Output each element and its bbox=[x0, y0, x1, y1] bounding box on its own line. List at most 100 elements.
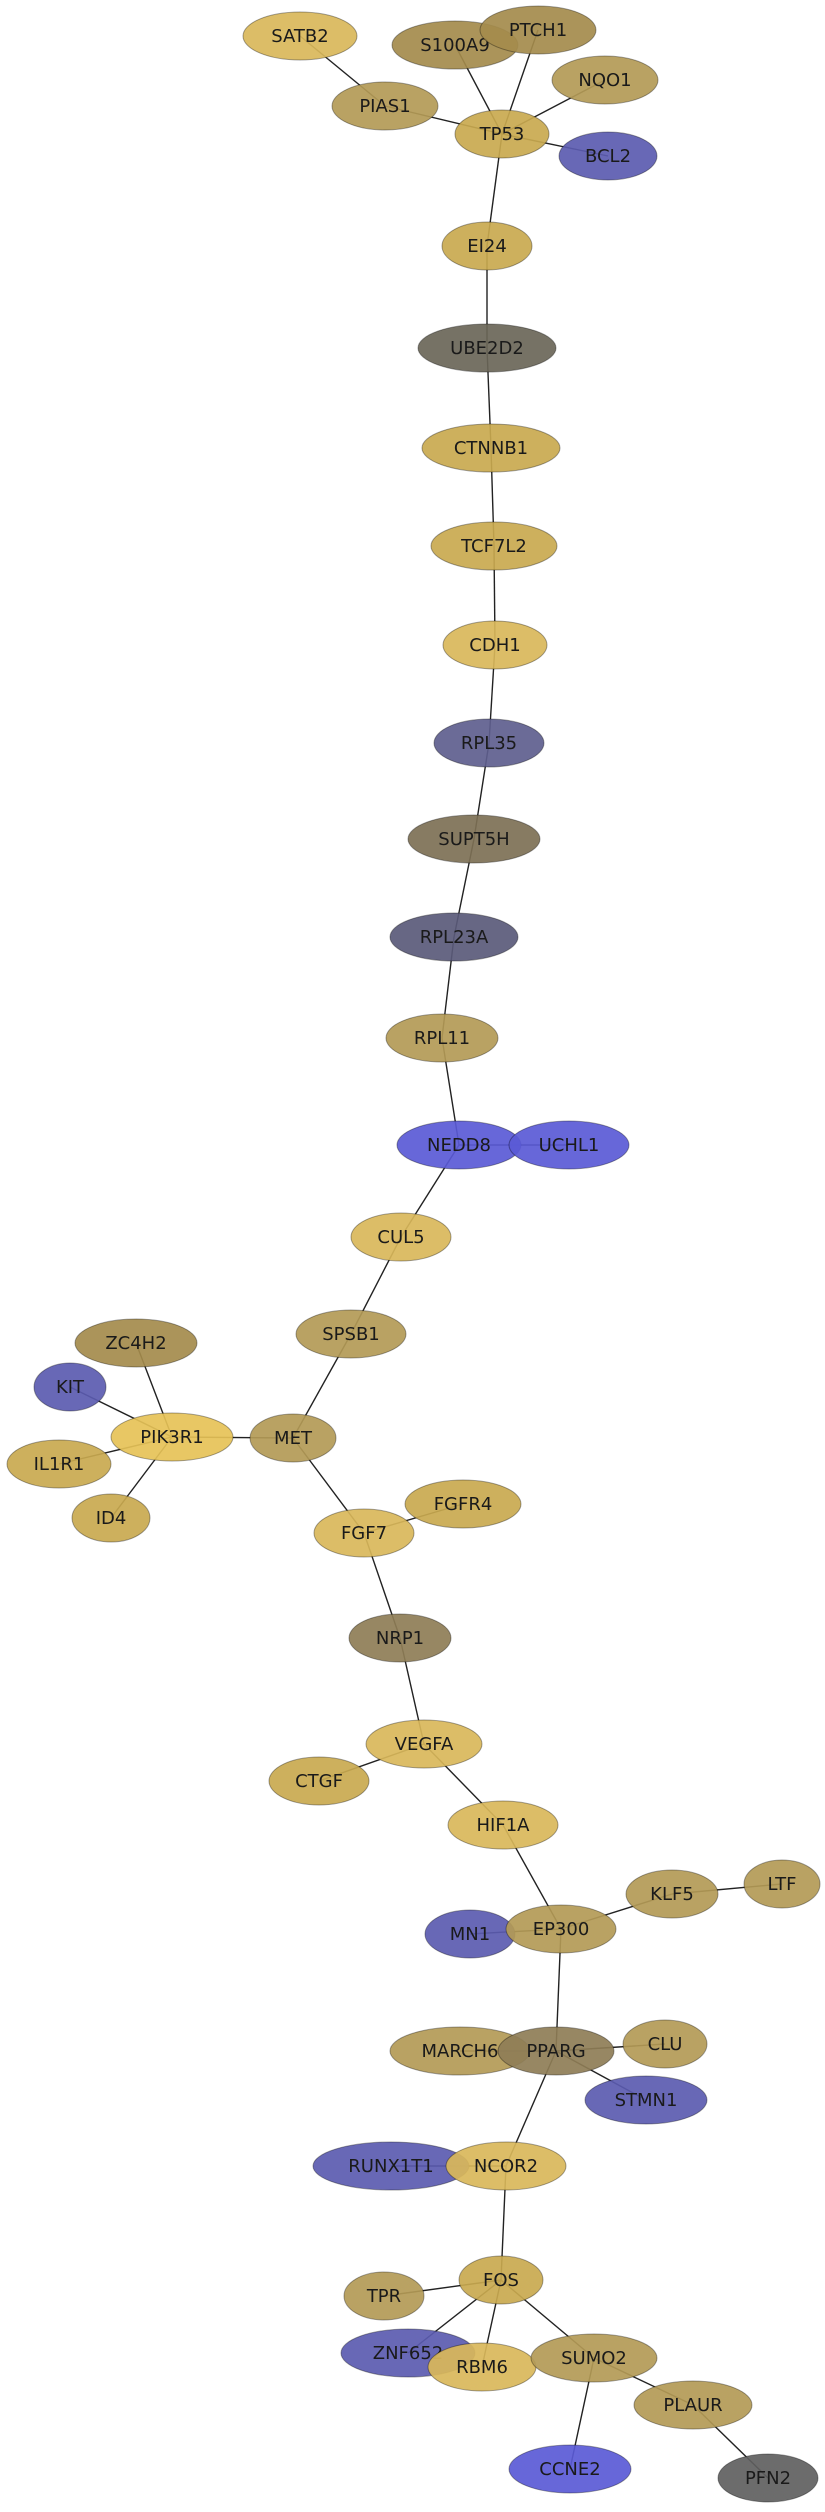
node-shape-rpl35[interactable] bbox=[433, 718, 545, 768]
node-label-id4: ID4 bbox=[96, 1508, 127, 1529]
node-pfn2[interactable]: PFN2 bbox=[717, 2453, 819, 2503]
node-shape-stmn1[interactable] bbox=[584, 2075, 708, 2125]
node-label-clu: CLU bbox=[648, 2034, 683, 2055]
node-klf5[interactable]: KLF5 bbox=[625, 1869, 719, 1919]
node-shape-zc4h2[interactable] bbox=[74, 1318, 198, 1368]
node-shape-satb2[interactable] bbox=[242, 11, 358, 61]
node-bcl2[interactable]: BCL2 bbox=[558, 131, 658, 181]
node-ltf[interactable]: LTF bbox=[743, 1859, 821, 1909]
node-rbm6[interactable]: RBM6 bbox=[427, 2342, 537, 2392]
node-shape-clu[interactable] bbox=[622, 2019, 708, 2069]
node-shape-pparg[interactable] bbox=[497, 2026, 615, 2076]
node-shape-ltf[interactable] bbox=[743, 1859, 821, 1909]
node-shape-cdh1[interactable] bbox=[442, 620, 548, 670]
node-shape-rpl11[interactable] bbox=[385, 1013, 499, 1063]
node-nedd8[interactable]: NEDD8 bbox=[396, 1120, 522, 1170]
node-shape-sumo2[interactable] bbox=[530, 2333, 658, 2383]
node-shape-supt5h[interactable] bbox=[407, 814, 541, 864]
node-ep300[interactable]: EP300 bbox=[505, 1904, 617, 1954]
node-ctgf[interactable]: CTGF bbox=[268, 1756, 370, 1806]
node-tcf7l2[interactable]: TCF7L2 bbox=[430, 521, 558, 571]
node-id4[interactable]: ID4 bbox=[71, 1493, 151, 1543]
node-shape-met[interactable] bbox=[249, 1413, 337, 1463]
node-shape-tcf7l2[interactable] bbox=[430, 521, 558, 571]
node-shape-fos[interactable] bbox=[458, 2255, 544, 2305]
node-nrp1[interactable]: NRP1 bbox=[348, 1613, 452, 1663]
node-ube2d2[interactable]: UBE2D2 bbox=[417, 323, 557, 373]
node-rpl35[interactable]: RPL35 bbox=[433, 718, 545, 768]
node-shape-pik3r1[interactable] bbox=[110, 1412, 234, 1462]
node-shape-pfn2[interactable] bbox=[717, 2453, 819, 2503]
node-shape-fgfr4[interactable] bbox=[404, 1479, 522, 1529]
node-shape-hif1a[interactable] bbox=[447, 1800, 559, 1850]
node-tp53[interactable]: TP53 bbox=[454, 109, 550, 159]
node-shape-ube2d2[interactable] bbox=[417, 323, 557, 373]
node-il1r1[interactable]: IL1R1 bbox=[6, 1439, 112, 1489]
node-cdh1[interactable]: CDH1 bbox=[442, 620, 548, 670]
node-shape-id4[interactable] bbox=[71, 1493, 151, 1543]
node-rpl11[interactable]: RPL11 bbox=[385, 1013, 499, 1063]
node-sumo2[interactable]: SUMO2 bbox=[530, 2333, 658, 2383]
node-shape-cul5[interactable] bbox=[350, 1212, 452, 1262]
node-supt5h[interactable]: SUPT5H bbox=[407, 814, 541, 864]
node-zc4h2[interactable]: ZC4H2 bbox=[74, 1318, 198, 1368]
node-cul5[interactable]: CUL5 bbox=[350, 1212, 452, 1262]
node-clu[interactable]: CLU bbox=[622, 2019, 708, 2069]
node-shape-kit[interactable] bbox=[33, 1362, 107, 1412]
node-label-kit: KIT bbox=[56, 1377, 85, 1398]
node-ccne2[interactable]: CCNE2 bbox=[508, 2444, 632, 2494]
node-shape-plaur[interactable] bbox=[633, 2380, 753, 2430]
node-stmn1[interactable]: STMN1 bbox=[584, 2075, 708, 2125]
node-shape-spsb1[interactable] bbox=[295, 1309, 407, 1359]
node-shape-vegfa[interactable] bbox=[365, 1719, 483, 1769]
node-vegfa[interactable]: VEGFA bbox=[365, 1719, 483, 1769]
node-shape-ctgf[interactable] bbox=[268, 1756, 370, 1806]
node-runx1t1[interactable]: RUNX1T1 bbox=[312, 2141, 470, 2191]
node-shape-klf5[interactable] bbox=[625, 1869, 719, 1919]
node-label-znf652: ZNF652 bbox=[373, 2343, 444, 2364]
node-shape-ep300[interactable] bbox=[505, 1904, 617, 1954]
node-shape-tp53[interactable] bbox=[454, 109, 550, 159]
node-mn1[interactable]: MN1 bbox=[424, 1909, 516, 1959]
node-fos[interactable]: FOS bbox=[458, 2255, 544, 2305]
node-shape-uchl1[interactable] bbox=[508, 1120, 630, 1170]
node-shape-tpr[interactable] bbox=[343, 2271, 425, 2321]
node-label-tp53: TP53 bbox=[479, 124, 525, 145]
node-label-rpl11: RPL11 bbox=[414, 1028, 470, 1049]
node-ptch1[interactable]: PTCH1 bbox=[479, 5, 597, 55]
node-ctnnb1[interactable]: CTNNB1 bbox=[421, 423, 561, 473]
node-pik3r1[interactable]: PIK3R1 bbox=[110, 1412, 234, 1462]
node-nqo1[interactable]: NQO1 bbox=[551, 55, 659, 105]
node-shape-ctnnb1[interactable] bbox=[421, 423, 561, 473]
node-satb2[interactable]: SATB2 bbox=[242, 11, 358, 61]
node-tpr[interactable]: TPR bbox=[343, 2271, 425, 2321]
node-march6[interactable]: MARCH6 bbox=[389, 2026, 531, 2076]
node-shape-rpl23a[interactable] bbox=[389, 912, 519, 962]
node-spsb1[interactable]: SPSB1 bbox=[295, 1309, 407, 1359]
node-pias1[interactable]: PIAS1 bbox=[331, 81, 439, 131]
node-shape-ncor2[interactable] bbox=[445, 2141, 567, 2191]
node-met[interactable]: MET bbox=[249, 1413, 337, 1463]
node-shape-fgf7[interactable] bbox=[313, 1508, 415, 1558]
node-plaur[interactable]: PLAUR bbox=[633, 2380, 753, 2430]
node-shape-ptch1[interactable] bbox=[479, 5, 597, 55]
node-label-pfn2: PFN2 bbox=[745, 2468, 791, 2489]
node-uchl1[interactable]: UCHL1 bbox=[508, 1120, 630, 1170]
node-kit[interactable]: KIT bbox=[33, 1362, 107, 1412]
node-ei24[interactable]: EI24 bbox=[441, 221, 533, 271]
node-shape-nqo1[interactable] bbox=[551, 55, 659, 105]
node-rpl23a[interactable]: RPL23A bbox=[389, 912, 519, 962]
node-fgfr4[interactable]: FGFR4 bbox=[404, 1479, 522, 1529]
node-hif1a[interactable]: HIF1A bbox=[447, 1800, 559, 1850]
node-shape-ei24[interactable] bbox=[441, 221, 533, 271]
node-shape-pias1[interactable] bbox=[331, 81, 439, 131]
node-fgf7[interactable]: FGF7 bbox=[313, 1508, 415, 1558]
node-pparg[interactable]: PPARG bbox=[497, 2026, 615, 2076]
node-ncor2[interactable]: NCOR2 bbox=[445, 2141, 567, 2191]
node-shape-bcl2[interactable] bbox=[558, 131, 658, 181]
node-label-fgfr4: FGFR4 bbox=[434, 1494, 493, 1515]
node-shape-nrp1[interactable] bbox=[348, 1613, 452, 1663]
node-shape-ccne2[interactable] bbox=[508, 2444, 632, 2494]
node-label-ncor2: NCOR2 bbox=[474, 2156, 538, 2177]
node-shape-il1r1[interactable] bbox=[6, 1439, 112, 1489]
